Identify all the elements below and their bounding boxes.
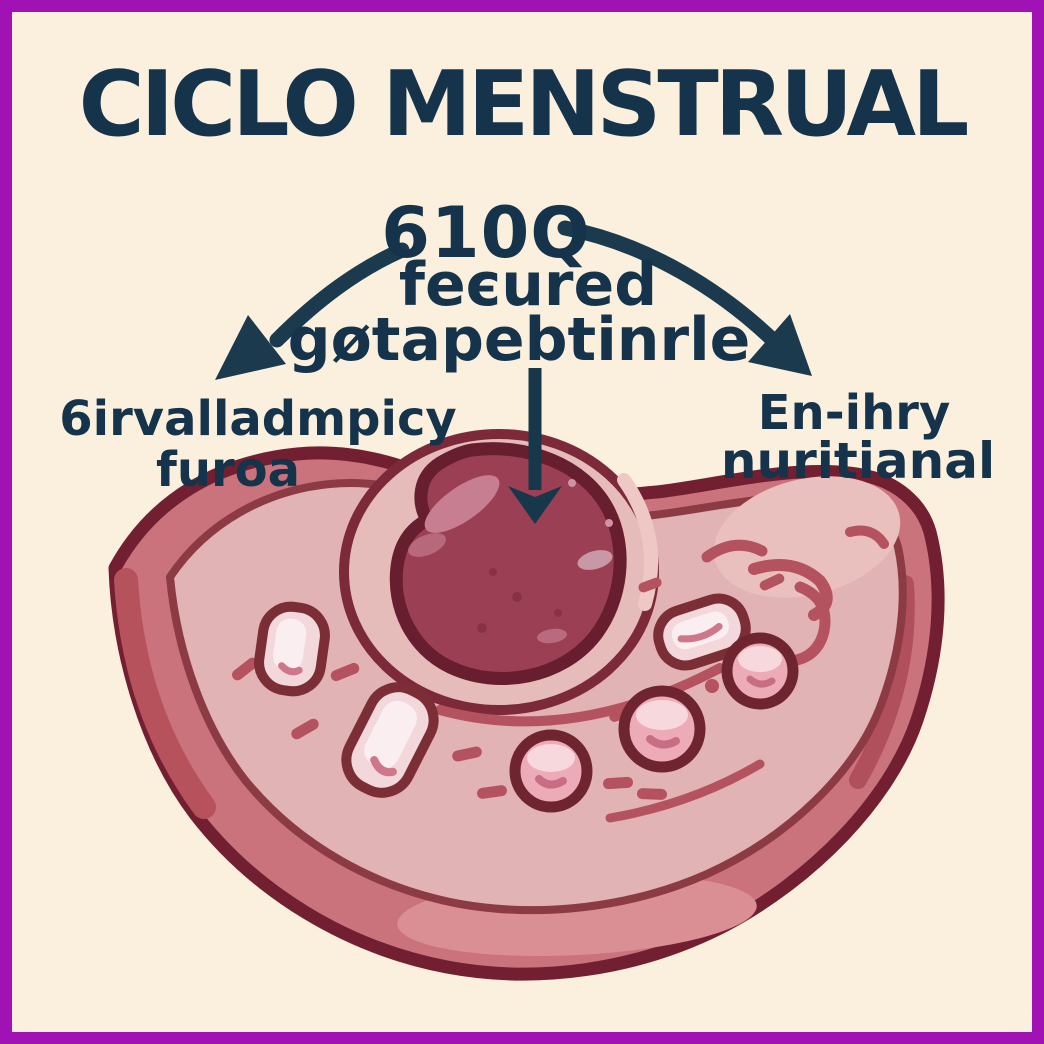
right-curved-arrow-icon (557, 220, 812, 376)
cell-round-mid (618, 685, 706, 773)
down-arrow-icon (508, 368, 562, 524)
page-title: CICLO MENSTRUAL (78, 52, 970, 157)
left-edge-shading (114, 568, 216, 819)
annotation-arrows (215, 220, 812, 524)
cell-round-center (509, 729, 593, 813)
cell-capsule-right (653, 593, 751, 671)
annotation-center-line1: 610Q (381, 192, 591, 274)
annotation-center-line3: gøtapebtinrle (287, 305, 751, 375)
texture-squiggles (435, 525, 889, 823)
annotation-right-line1: En-ihry (757, 385, 951, 441)
embryo-blob (389, 442, 627, 685)
endometrial-cells (254, 593, 799, 813)
annotation-left-line2: furoa (155, 442, 301, 498)
cell-capsule-lower-left (341, 682, 439, 798)
annotation-center-line2: feєured (398, 250, 658, 320)
cell-round-right (721, 632, 799, 710)
annotation-right-line2: nuritianal (720, 432, 996, 490)
cell-capsule-left (254, 601, 330, 697)
endometrium-illustration (108, 220, 945, 981)
left-curved-arrow-icon (215, 242, 410, 380)
annotation-left-line1: 6irvalladmpicy (59, 391, 457, 447)
